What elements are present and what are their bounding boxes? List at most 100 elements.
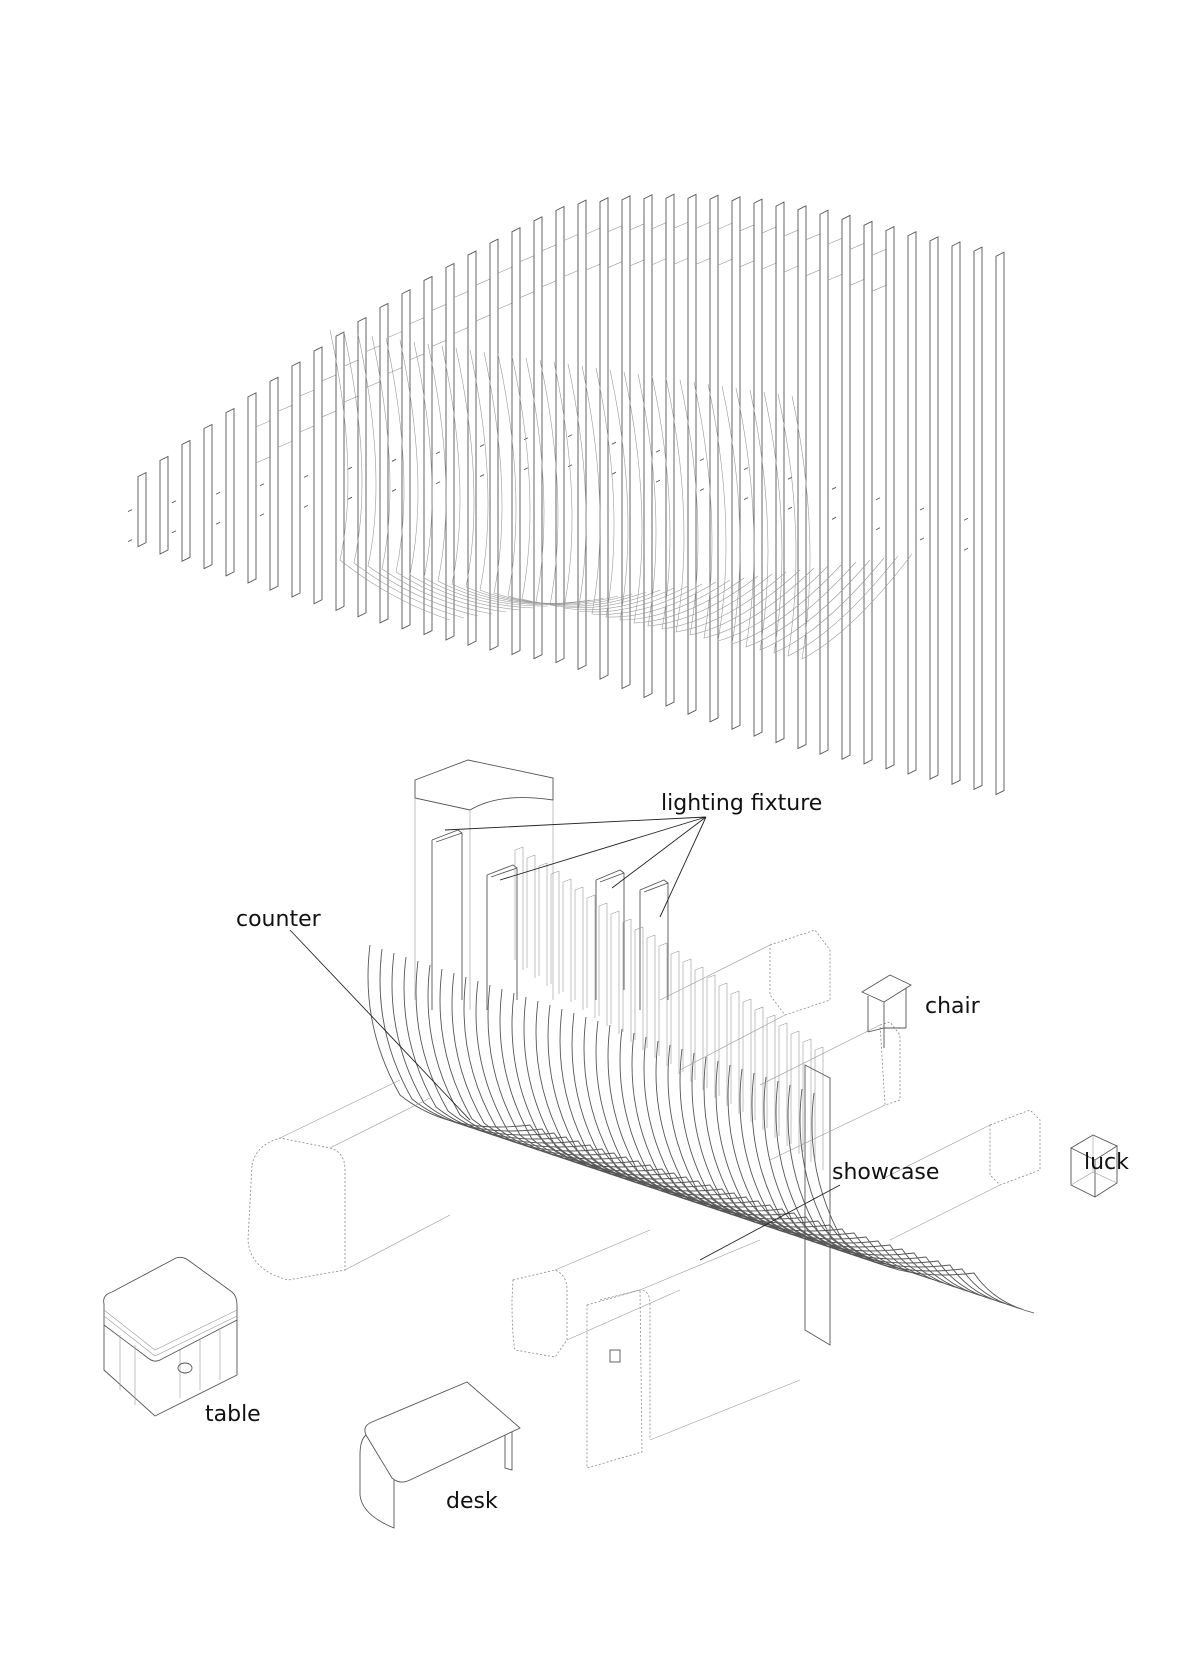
exploded-panel <box>643 193 653 699</box>
fin-slat <box>751 1072 975 1294</box>
label-showcase: showcase <box>832 1160 939 1185</box>
counter-showcase-fins <box>367 846 1035 1346</box>
panel-notch <box>739 224 755 268</box>
panel-notch <box>607 225 623 268</box>
exploded-panel <box>819 209 829 755</box>
showcase-slat <box>706 974 716 1098</box>
dowel-mark <box>215 491 221 525</box>
panel-notch <box>431 303 447 347</box>
curved-fin <box>623 371 745 624</box>
curved-fin <box>721 385 843 645</box>
leader-lines <box>289 816 841 1261</box>
panel-notch <box>453 291 469 334</box>
exploded-panel <box>511 226 521 656</box>
fin-slat <box>547 1004 771 1226</box>
curved-fin <box>581 365 703 615</box>
fin-slat <box>487 984 711 1206</box>
exploded-panel <box>247 392 257 584</box>
exploded-panel <box>379 302 389 624</box>
curved-fin <box>651 375 773 630</box>
curved-fin <box>735 387 857 648</box>
dowel-mark <box>919 507 925 541</box>
curved-fin <box>511 355 633 606</box>
exploded-panel <box>291 361 301 598</box>
panel-notch <box>717 222 733 266</box>
curved-fin <box>539 359 661 609</box>
exploded-panels-view <box>127 193 1005 796</box>
fin-slat <box>403 956 627 1178</box>
panel-notch <box>321 374 337 418</box>
exploded-panel <box>159 455 169 555</box>
curved-fin <box>609 369 731 621</box>
dowel-mark <box>963 517 969 551</box>
fin-slat <box>799 1088 1023 1310</box>
curved-fin <box>749 389 871 651</box>
fin-slat <box>739 1068 963 1290</box>
exploded-panel <box>951 241 961 786</box>
curved-fin <box>665 377 787 633</box>
fin-slat <box>655 1040 879 1262</box>
showcase-slat <box>562 878 572 1002</box>
curved-fin <box>469 349 591 604</box>
fin-slat <box>763 1076 987 1298</box>
showcase-slat <box>778 1022 788 1146</box>
showcase-slat <box>742 998 752 1122</box>
exploded-panel <box>489 238 499 651</box>
desk-drawing <box>359 1381 521 1529</box>
label-counter: counter <box>236 907 322 932</box>
label-luck: luck <box>1084 1150 1129 1175</box>
dowel-mark <box>435 451 441 485</box>
showcase-slat <box>526 854 536 978</box>
fin-slat <box>619 1028 843 1250</box>
exploded-panel <box>533 216 543 660</box>
panel-notch <box>409 317 425 361</box>
exploded-panel <box>621 195 631 690</box>
dowel-mark <box>655 449 661 483</box>
showcase-slat <box>694 966 704 1090</box>
dowel-mark <box>127 509 133 543</box>
exploded-panel <box>775 201 785 744</box>
panel-notch <box>541 244 557 288</box>
curved-fin <box>791 395 913 660</box>
fin-slat <box>727 1064 951 1286</box>
label-lighting-fixture: lighting fixture <box>661 791 822 816</box>
table-drawing <box>103 1256 238 1417</box>
fin-slat <box>379 948 603 1170</box>
curved-fin <box>385 337 507 613</box>
curved-fin <box>329 329 451 621</box>
exploded-panel <box>555 205 565 664</box>
showcase-slat <box>790 1030 800 1154</box>
fin-slat <box>811 1092 1035 1314</box>
fin-slat <box>427 964 651 1186</box>
showcase-slat <box>730 990 740 1114</box>
exploded-panel <box>335 331 345 612</box>
fin-slat <box>787 1084 1011 1306</box>
fin-slat <box>511 992 735 1214</box>
panel-notch <box>695 221 711 265</box>
exploded-panel <box>665 193 675 707</box>
exploded-panel <box>137 471 147 548</box>
showcase-slat <box>670 950 680 1074</box>
curved-fin <box>693 381 815 639</box>
showcase-slat <box>718 982 728 1106</box>
panel-notch <box>563 234 579 277</box>
exploded-panel <box>841 214 851 760</box>
curved-fin <box>343 331 465 619</box>
showcase-slat <box>658 942 668 1066</box>
fin-slat <box>571 1012 795 1234</box>
fin-slat <box>451 972 675 1194</box>
exploded-panel <box>313 346 323 605</box>
exploded-panel <box>753 198 763 737</box>
exploded-panel <box>599 196 609 680</box>
panel-notch <box>585 227 601 271</box>
dowel-mark <box>391 458 397 492</box>
dowel-mark <box>743 467 749 501</box>
exploded-panel <box>225 407 235 577</box>
curved-fin <box>483 351 605 604</box>
dowel-mark <box>303 474 309 508</box>
panel-notch <box>387 331 403 374</box>
exploded-panel <box>863 220 873 765</box>
exploded-panel <box>357 316 367 618</box>
panel-notch <box>629 223 645 267</box>
curved-fin <box>399 339 521 611</box>
